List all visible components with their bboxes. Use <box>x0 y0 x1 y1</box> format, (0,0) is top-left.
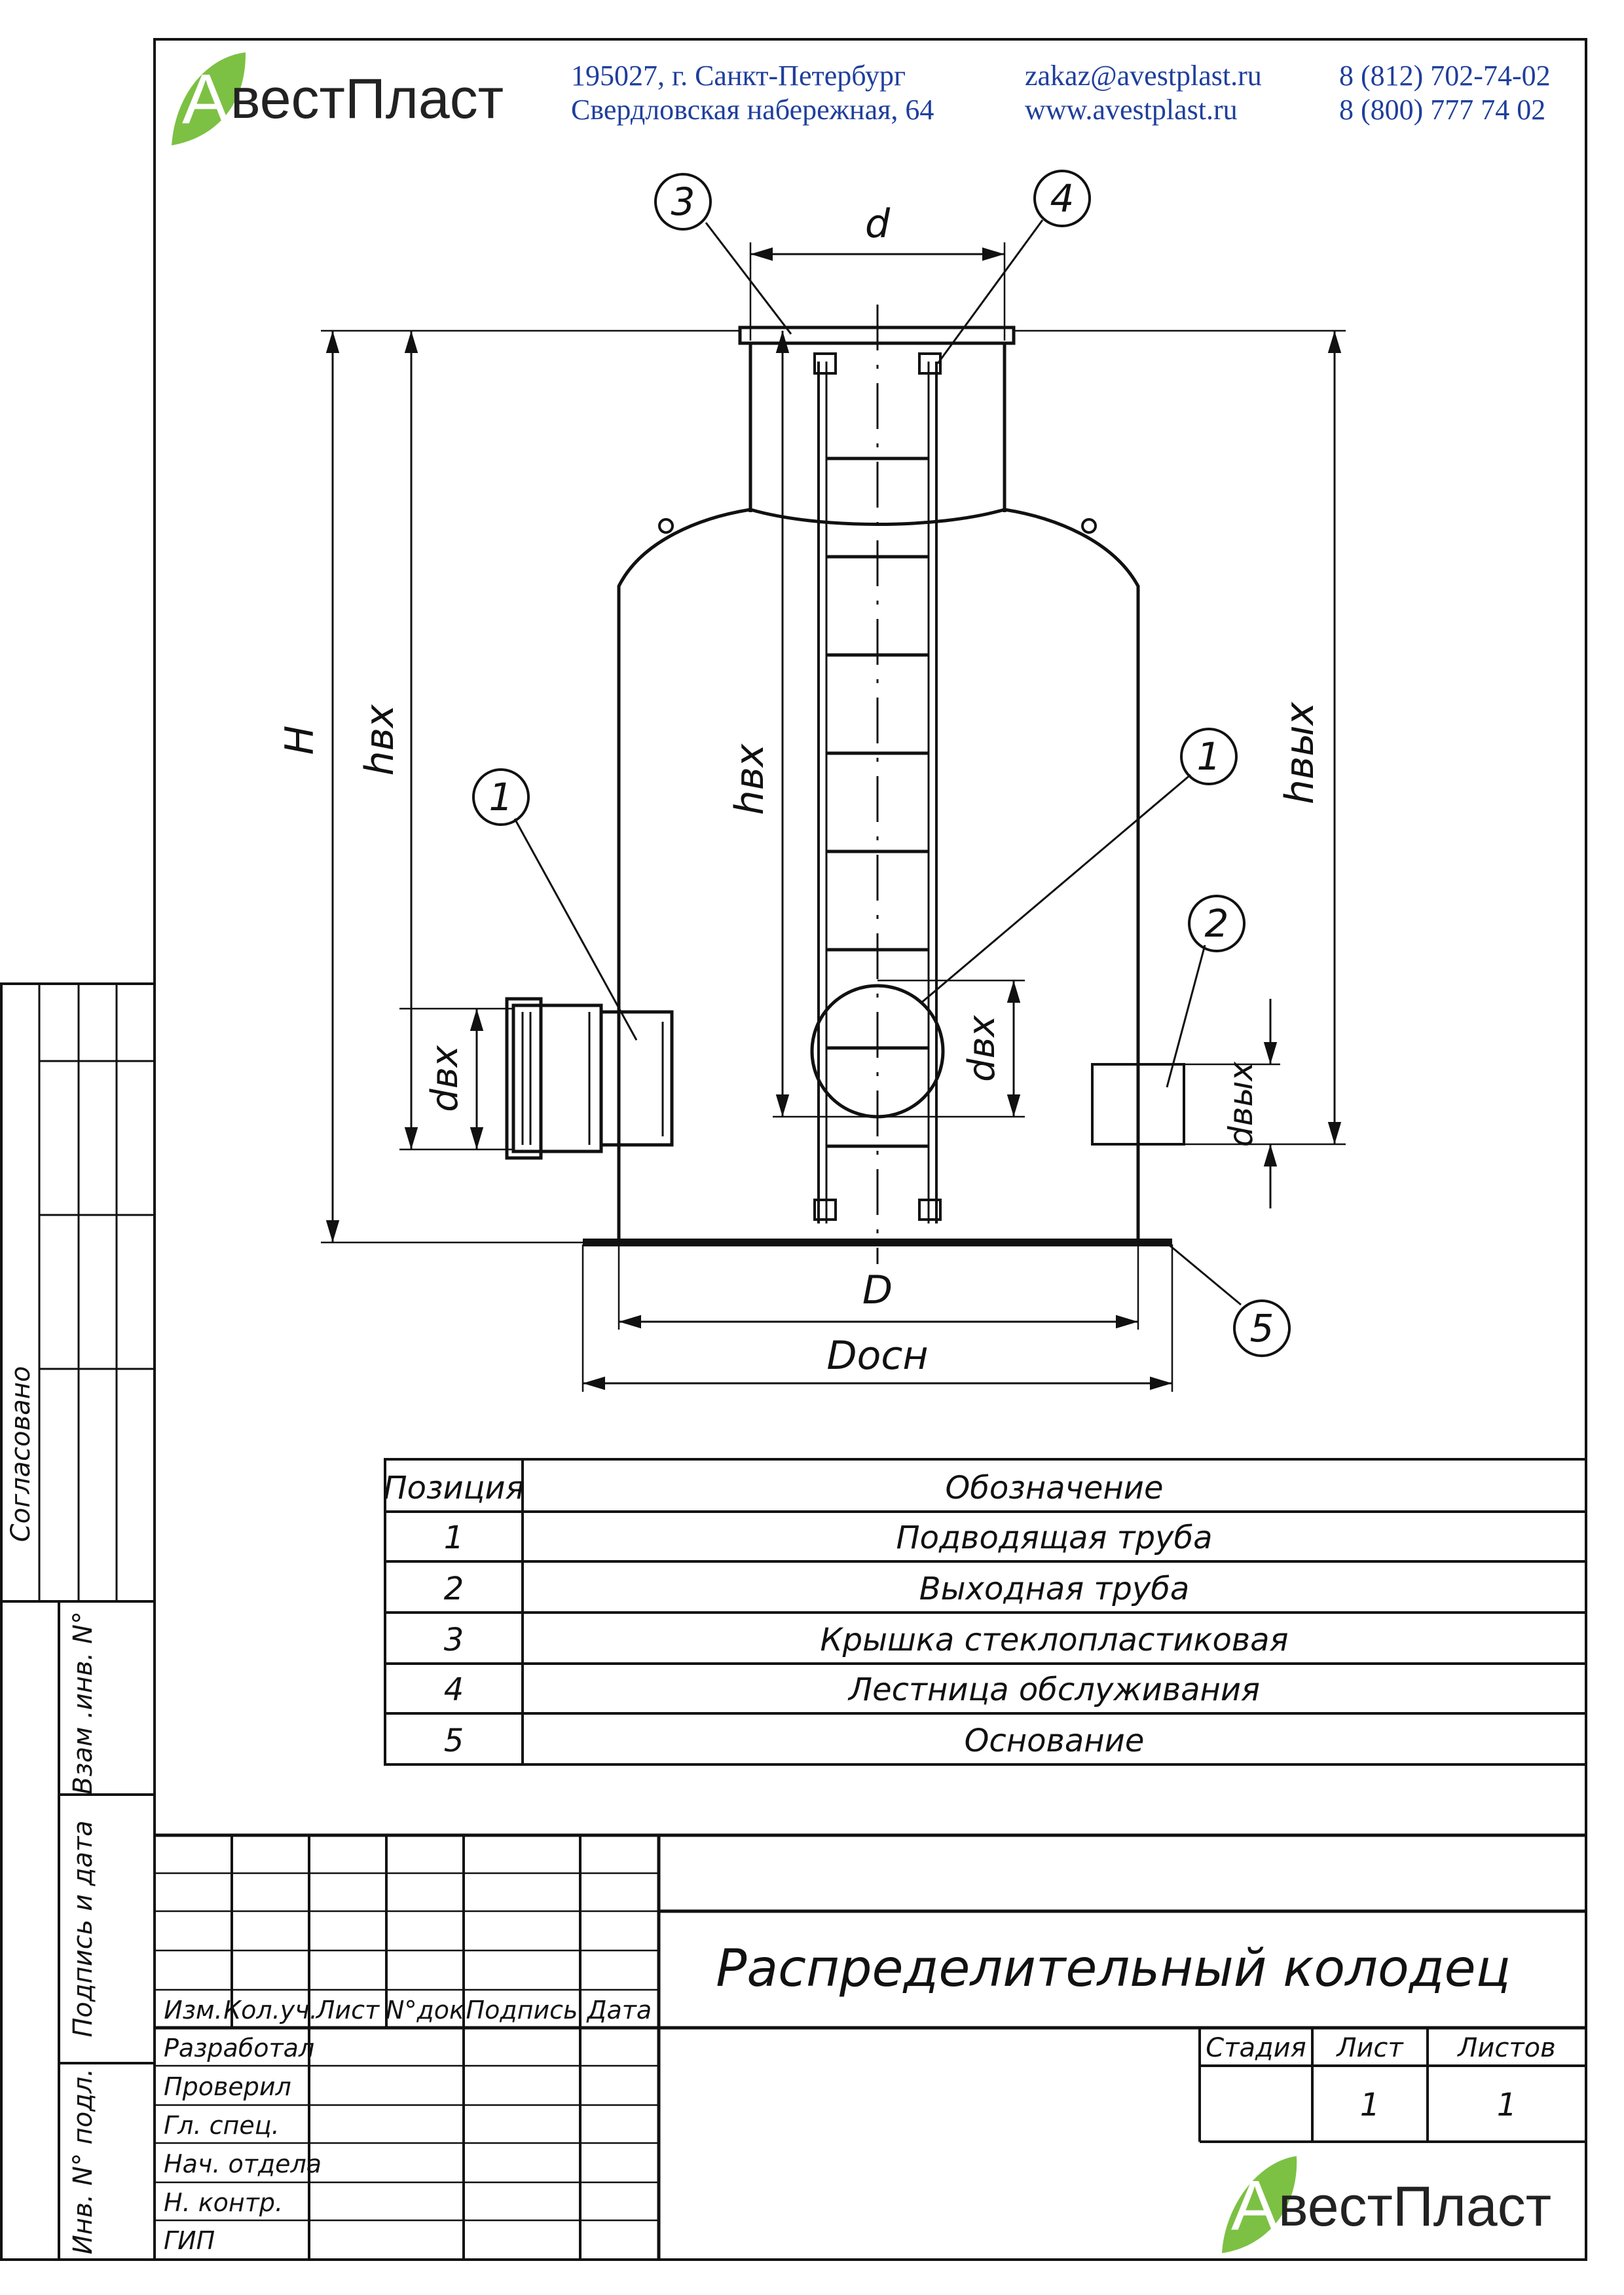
spec-row-pos: 2 <box>444 1571 464 1607</box>
lifting-eye-right <box>1081 518 1097 534</box>
spec-header-position: Позиция <box>384 1470 525 1506</box>
contact-website[interactable]: www.avestplast.ru <box>1025 94 1238 126</box>
callouts: 3 4 1 1 2 <box>472 170 1291 1357</box>
callout-3: 3 <box>654 173 792 335</box>
col-header-izm: Изм. <box>164 1996 222 2024</box>
sheets-value: 1 <box>1497 2087 1517 2123</box>
dimension-lines <box>325 247 1342 1390</box>
stamp-inv-replace: Взам .инв. N° <box>68 1611 98 1795</box>
company-header: А вестПласт 195027, г. Санкт-Петербург С… <box>172 52 1551 145</box>
logo-initial: А <box>1231 2165 1278 2245</box>
spec-row-pos: 5 <box>444 1723 464 1759</box>
spec-header-designation: Обозначение <box>945 1470 1163 1506</box>
svg-text:5: 5 <box>1250 1306 1274 1351</box>
role-label: Разработал <box>164 2034 314 2062</box>
sheet-value: 1 <box>1360 2087 1380 2123</box>
role-label: Проверил <box>164 2072 291 2101</box>
callout-1-left: 1 <box>472 768 638 1041</box>
svg-text:2: 2 <box>1205 901 1229 946</box>
spec-row-name: Лестница обслуживания <box>847 1671 1260 1708</box>
spec-row-name: Основание <box>965 1723 1145 1759</box>
col-header-date: Дата <box>586 1996 652 2024</box>
role-label: Нач. отдела <box>164 2150 322 2178</box>
well-drawing: d H hвх hвх hвых dвх dвх dвых D Dосн 3 4 <box>277 170 1346 1392</box>
inlet-pipe-left <box>505 997 674 1160</box>
spec-row-pos: 1 <box>444 1520 464 1556</box>
dim-D: D <box>862 1267 893 1313</box>
dim-d: d <box>865 201 891 247</box>
role-label: Н. контр. <box>164 2188 283 2217</box>
col-header-list: Лист <box>315 1996 380 2024</box>
svg-text:3: 3 <box>671 179 695 224</box>
contact-email[interactable]: zakaz@avestplast.ru <box>1025 60 1262 92</box>
role-label: ГИП <box>164 2226 215 2255</box>
contact-phone1: 8 (812) 702-74-02 <box>1339 60 1551 92</box>
sheet-label: Лист <box>1335 2033 1404 2063</box>
dim-d-out: dвых <box>1222 1061 1260 1147</box>
svg-text:1: 1 <box>489 775 513 819</box>
callout-2: 2 <box>1166 895 1246 1088</box>
callout-4: 4 <box>936 170 1091 364</box>
leaf-icon <box>172 52 246 145</box>
sheets-label: Листов <box>1456 2033 1555 2063</box>
document-title: Распределительный колодец <box>716 1939 1510 1998</box>
dim-d-in-left: dвх <box>424 1045 466 1112</box>
left-stamp-labels: Согласовано Взам .инв. N° Подпись и дата… <box>6 1366 98 2254</box>
dim-D-base: Dосн <box>826 1333 928 1379</box>
spec-row-name: Крышка стеклопластиковая <box>821 1622 1289 1658</box>
spec-row-pos: 3 <box>444 1622 464 1658</box>
address-line1: 195027, г. Санкт-Петербург <box>571 60 906 92</box>
dimension-labels: d H hвх hвх hвых dвх dвх dвых D Dосн <box>277 201 1323 1379</box>
col-header-kol: Кол.уч. <box>223 1996 318 2024</box>
col-header-sign: Подпись <box>466 1996 578 2024</box>
lifting-eye-left <box>658 518 674 534</box>
dim-h-in-center: hвх <box>727 743 773 815</box>
col-header-doc: N°док <box>386 1996 464 2024</box>
logo-top: А вестПласт <box>172 52 504 145</box>
contact-phone2: 8 (800) 777 74 02 <box>1339 94 1545 126</box>
spec-table: Позиция Обозначение 1 Подводящая труба 2… <box>384 1458 1587 1766</box>
stage-label: Стадия <box>1206 2033 1306 2063</box>
stamp-sign-date: Подпись и дата <box>68 1820 98 2037</box>
stamp-agreed: Согласовано <box>6 1366 36 1542</box>
stamp-inv-orig: Инв. N° подл. <box>68 2068 98 2254</box>
sheet-frame <box>0 38 1587 2261</box>
logo-rest: вестПласт <box>231 67 504 130</box>
outlet-pipe-right <box>1091 1063 1185 1146</box>
address-line2: Свердловская набережная, 64 <box>571 94 934 126</box>
title-block: Распределительный колодец Изм. Кол.уч. Л… <box>155 1833 1586 2260</box>
role-label: Гл. спец. <box>164 2111 280 2140</box>
logo-rest: вестПласт <box>1278 2175 1551 2238</box>
logo-initial: А <box>182 59 229 138</box>
dim-h-in-left: hвх <box>357 704 403 775</box>
spec-row-pos: 4 <box>444 1671 464 1708</box>
dim-d-in-center: dвх <box>961 1015 1003 1082</box>
extension-lines <box>321 242 1346 1392</box>
spec-row-name: Выходная труба <box>919 1571 1190 1607</box>
svg-text:1: 1 <box>1197 734 1221 779</box>
svg-text:4: 4 <box>1050 176 1075 221</box>
callout-1-center: 1 <box>921 728 1238 1003</box>
dim-H: H <box>277 725 323 755</box>
logo-bottom: А вестПласт <box>1222 2156 1551 2253</box>
callout-5: 5 <box>1166 1242 1291 1357</box>
spec-row-name: Подводящая труба <box>896 1520 1213 1556</box>
dim-h-out: hвых <box>1277 701 1323 804</box>
leaf-icon <box>1222 2156 1297 2253</box>
